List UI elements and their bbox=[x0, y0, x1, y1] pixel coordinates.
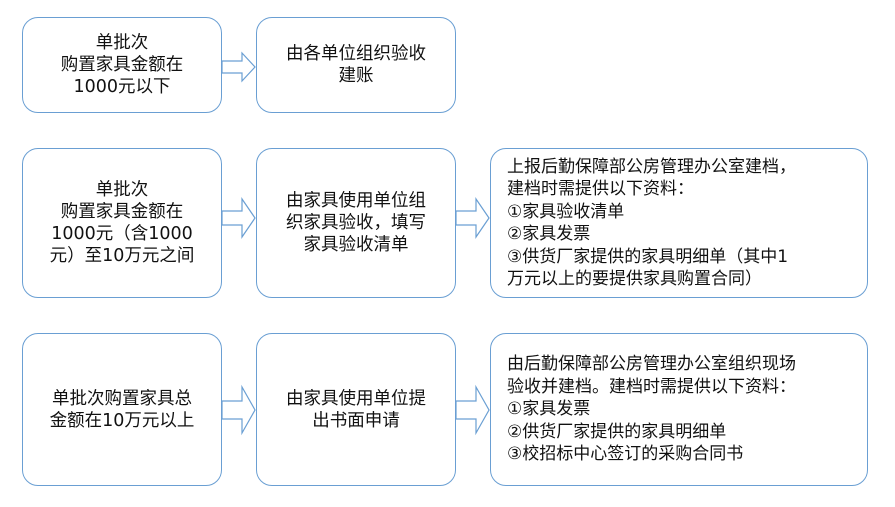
row1-condition-text: 单批次 购置家具金额在 1000元以下 bbox=[60, 33, 184, 97]
row2-action-box: 由家具使用单位组 织家具验收，填写 家具验收清单 bbox=[256, 148, 456, 298]
row2-condition-box: 单批次 购置家具金额在 1000元（含1000 元）至10万元之间 bbox=[22, 148, 222, 298]
row3-arrow-1 bbox=[221, 384, 256, 436]
row3-condition-text: 单批次购置家具总 金额在10万元以上 bbox=[49, 388, 195, 431]
row1-action-box: 由各单位组织验收 建账 bbox=[256, 17, 456, 113]
row2-action-text: 由家具使用单位组 织家具验收，填写 家具验收清单 bbox=[286, 191, 426, 255]
row1-arrow-1 bbox=[221, 51, 256, 83]
row3-result-box: 由后勤保障部公房管理办公室组织现场 验收并建档。建档时需提供以下资料： ①家具发… bbox=[490, 333, 868, 486]
row1-condition-box: 单批次 购置家具金额在 1000元以下 bbox=[22, 17, 222, 113]
row2-result-box: 上报后勤保障部公房管理办公室建档， 建档时需提供以下资料： ①家具验收清单 ②家… bbox=[490, 148, 868, 298]
row2-arrow-1 bbox=[221, 197, 256, 239]
row3-result-text: 由后勤保障部公房管理办公室组织现场 验收并建档。建档时需提供以下资料： ①家具发… bbox=[507, 354, 796, 465]
row2-arrow-2 bbox=[455, 197, 490, 239]
row3-condition-box: 单批次购置家具总 金额在10万元以上 bbox=[22, 333, 222, 486]
row3-action-box: 由家具使用单位提 出书面申请 bbox=[256, 333, 456, 486]
row3-action-text: 由家具使用单位提 出书面申请 bbox=[286, 388, 426, 431]
row3-arrow-2 bbox=[455, 384, 490, 436]
row1-action-text: 由各单位组织验收 建账 bbox=[286, 44, 426, 86]
row2-result-text: 上报后勤保障部公房管理办公室建档， 建档时需提供以下资料： ①家具验收清单 ②家… bbox=[507, 156, 796, 290]
row2-condition-text: 单批次 购置家具金额在 1000元（含1000 元）至10万元之间 bbox=[49, 180, 195, 266]
